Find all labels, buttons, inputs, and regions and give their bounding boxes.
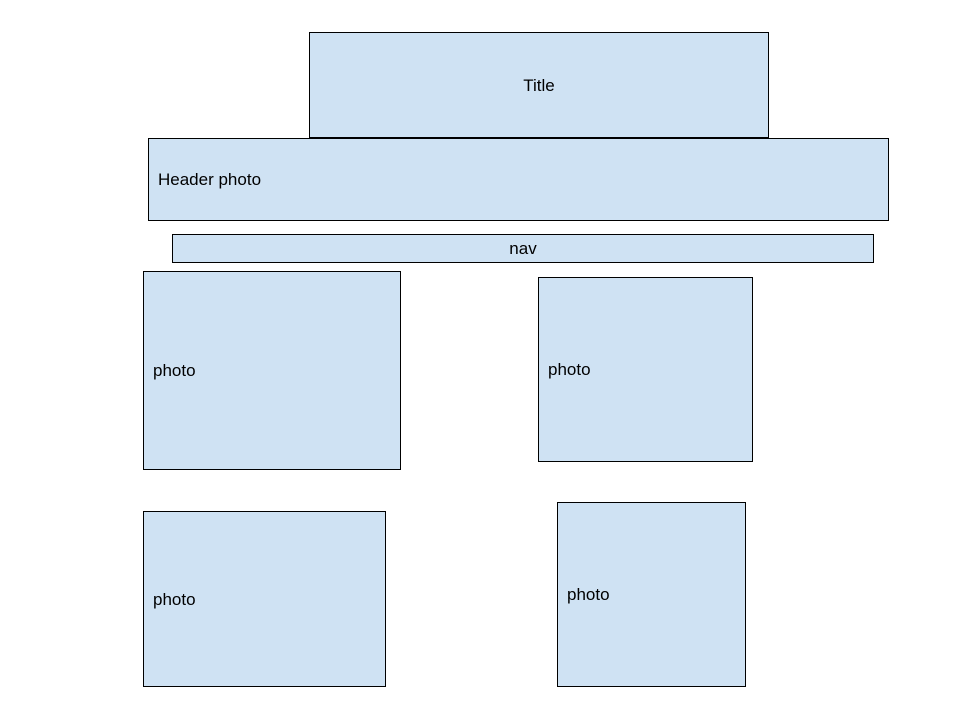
photo-block-bottom-right: photo [557, 502, 746, 687]
title-label: Title [523, 75, 555, 95]
header-photo-label: Header photo [158, 170, 262, 189]
photo-block-top-right: photo [538, 277, 753, 462]
photo-label: photo [153, 589, 196, 609]
header-photo-block: Header photo [148, 138, 889, 221]
photo-block-bottom-left: photo [143, 511, 386, 687]
title-block: Title [309, 32, 769, 138]
photo-label: photo [548, 360, 591, 379]
photo-block-top-left: photo [143, 271, 401, 470]
nav-bar-block: nav [172, 234, 874, 263]
photo-label: photo [153, 361, 196, 380]
photo-label: photo [567, 585, 610, 604]
nav-label: nav [509, 239, 537, 258]
